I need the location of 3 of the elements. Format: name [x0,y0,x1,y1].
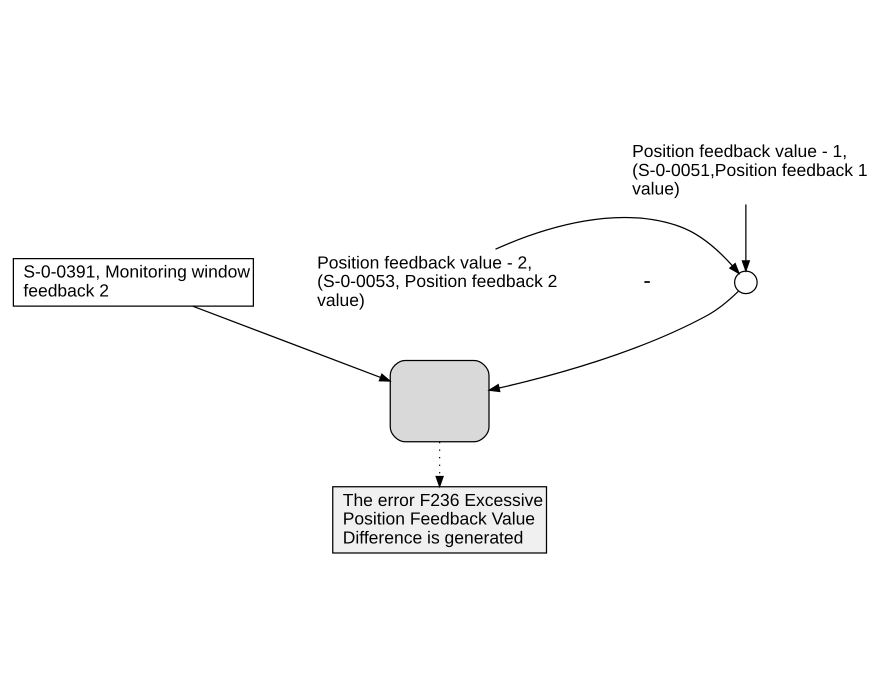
node-text: Position feedback value - 1, (S-0-0051,Position feedback 1 value) [632,141,868,198]
node-text: Position feedback value - 2, (S-0-0053, Position feedback 2 value) [317,252,558,310]
label: - [643,268,651,293]
